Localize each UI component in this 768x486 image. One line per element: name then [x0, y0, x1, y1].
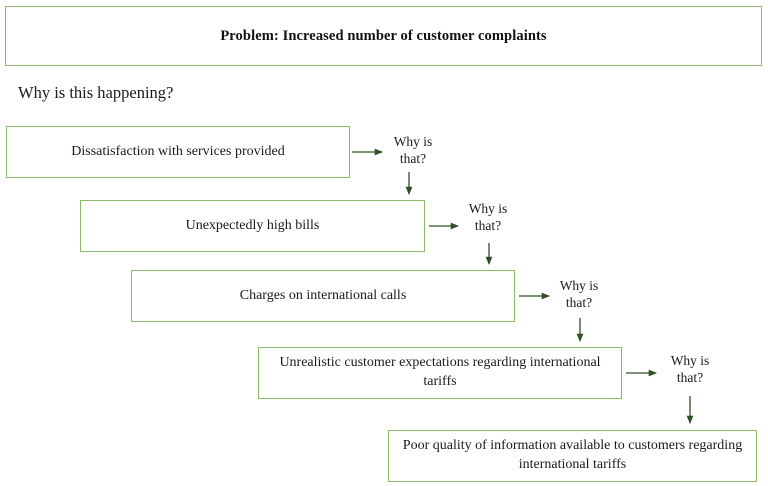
why-label-4: Why is that?: [658, 352, 722, 387]
why-label-2: Why is that?: [456, 200, 520, 235]
why-label-4-line1: Why is: [670, 353, 710, 368]
cause-box-4-label: Unrealistic customer expectations regard…: [279, 355, 601, 389]
problem-statement-text: Problem: Increased number of customer co…: [220, 27, 547, 44]
why-label-3-line2: that?: [565, 295, 593, 311]
cause-box-1-label: Dissatisfaction with services provided: [71, 143, 285, 159]
cause-box-1: Dissatisfaction with services provided: [6, 126, 350, 178]
cause-box-2-label: Unexpectedly high bills: [185, 217, 320, 233]
why-label-3-line1: Why is: [559, 278, 599, 293]
why-prompt-text: Why is this happening?: [18, 83, 174, 102]
why-label-1-line2: that?: [399, 151, 427, 167]
why-label-1: Why is that?: [381, 133, 445, 168]
cause-box-2: Unexpectedly high bills: [80, 200, 425, 252]
cause-box-4: Unrealistic customer expectations regard…: [258, 347, 622, 399]
why-label-2-line2: that?: [474, 218, 502, 234]
cause-box-5-label: Poor quality of information available to…: [402, 438, 743, 472]
cause-box-5: Poor quality of information available to…: [388, 430, 757, 482]
why-label-3: Why is that?: [547, 277, 611, 312]
why-label-1-line1: Why is: [393, 134, 433, 149]
cause-box-3: Charges on international calls: [131, 270, 515, 322]
problem-statement-box: Problem: Increased number of customer co…: [5, 6, 762, 66]
why-label-4-line2: that?: [676, 370, 704, 386]
cause-box-3-label: Charges on international calls: [239, 287, 407, 303]
why-label-2-line1: Why is: [468, 201, 508, 216]
